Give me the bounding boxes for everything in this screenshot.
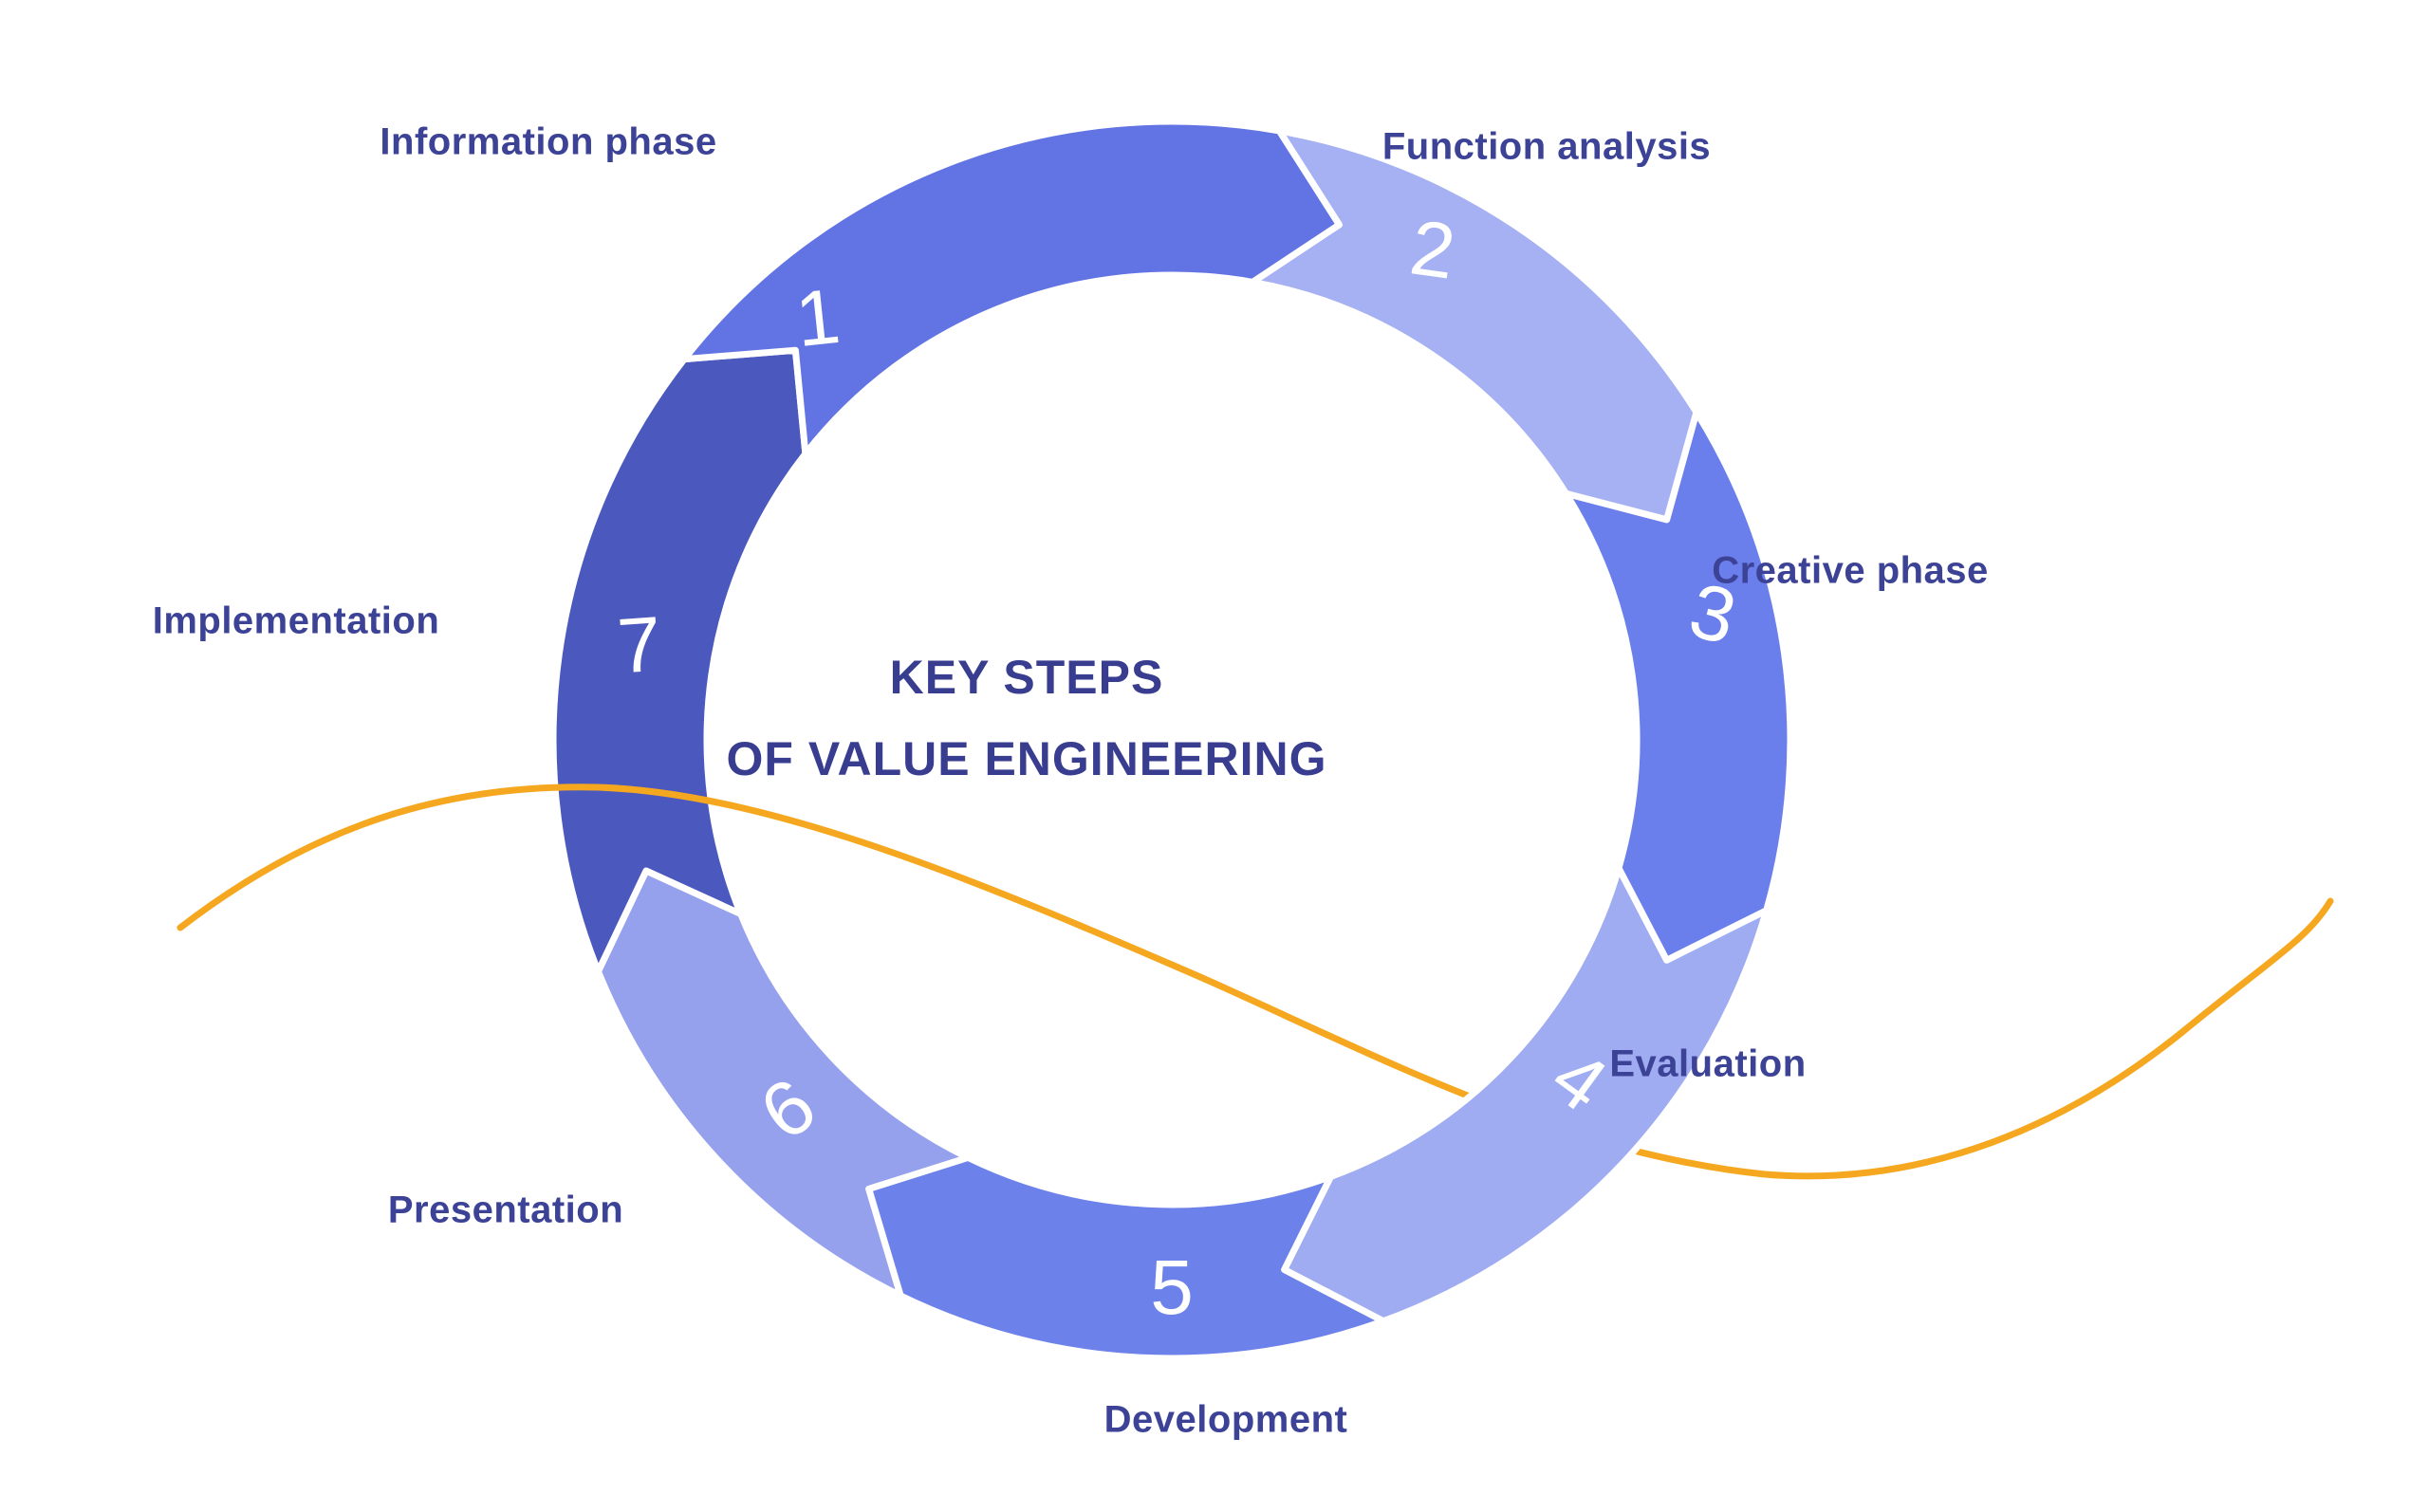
step-number-5: 5 <box>1150 1245 1194 1331</box>
step-label-presentation: Presentation <box>387 1189 624 1231</box>
ring-segment-4 <box>1281 864 1771 1325</box>
ring-segment-3 <box>1563 409 1794 964</box>
title-line-1: KEY STEPS <box>889 651 1164 704</box>
ring-segment-2 <box>1249 127 1700 524</box>
title-line-2: OF VALUE ENGINEERING <box>726 732 1327 785</box>
step-label-implementation: Implementation <box>152 599 440 642</box>
step-label-function-analysis: Function analysis <box>1381 125 1712 168</box>
diagram-title: KEY STEPS OF VALUE ENGINEERING <box>726 636 1326 800</box>
step-number-7: 7 <box>614 600 664 691</box>
ring-segment-6 <box>595 867 972 1300</box>
step-label-evaluation: Evaluation <box>1609 1042 1807 1085</box>
step-label-development: Development <box>1103 1398 1348 1441</box>
ring-segment-5 <box>865 1153 1387 1362</box>
step-label-information-phase: Information phase <box>380 120 717 163</box>
decorative-wave <box>176 784 2334 1180</box>
ring-segment-1 <box>680 118 1343 457</box>
step-label-creative-phase: Creative phase <box>1712 549 1989 592</box>
